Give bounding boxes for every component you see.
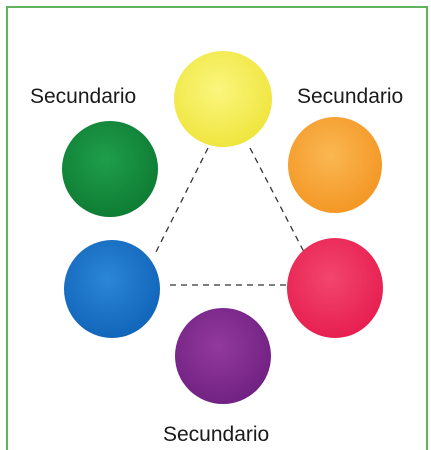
secondary-label-top-right: Secundario <box>297 86 403 107</box>
yellow-circle <box>174 51 272 147</box>
red-circle <box>287 238 383 338</box>
blue-circle <box>64 240 160 338</box>
secondary-label-bottom: Secundario <box>163 424 269 445</box>
secondary-label-top-left: Secundario <box>30 86 136 107</box>
purple-circle <box>175 308 271 404</box>
triangle-edge-left <box>156 148 208 252</box>
green-circle <box>62 121 158 217</box>
orange-circle <box>288 117 382 213</box>
